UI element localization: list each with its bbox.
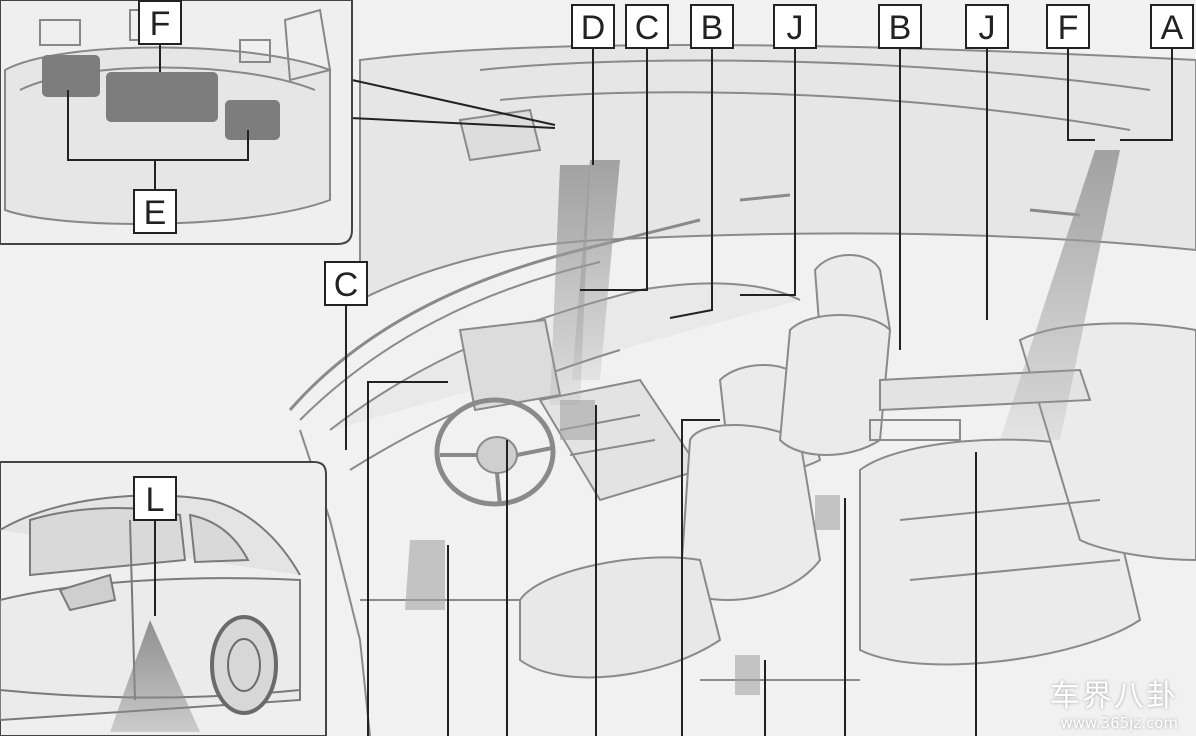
label-left-c: C (324, 261, 368, 306)
watermark-url: www.365jz.com (1060, 714, 1178, 732)
leader-lines (345, 48, 1173, 736)
label-inset-e-text: E (144, 194, 167, 232)
label-inset-e: E (133, 189, 177, 234)
overhead-lamp-center (106, 72, 218, 122)
label-top-j-rear-text: J (979, 9, 996, 47)
map-lamp-right (225, 100, 280, 140)
rear-wheel (210, 615, 278, 715)
label-top-c-text: C (635, 9, 660, 47)
console-light (560, 400, 595, 440)
label-left-c-text: C (334, 266, 359, 304)
label-top-j-front: J (773, 4, 817, 49)
beam-c (572, 160, 620, 380)
label-top-a-text: A (1161, 9, 1184, 47)
label-top-j-front-text: J (787, 9, 804, 47)
puddle-lamp-beam (110, 620, 200, 732)
rear-footwell-light (815, 495, 840, 530)
label-boxes: D C B J B J F A (133, 0, 1194, 521)
light-beams (405, 150, 1120, 695)
watermark: 车界八卦 www.365jz.com (1050, 679, 1178, 733)
label-top-b-front-text: B (701, 9, 724, 47)
label-inset-l-text: L (146, 481, 165, 519)
label-top-b-front: B (690, 4, 734, 49)
label-top-a: A (1150, 4, 1194, 49)
inset-overhead-console (0, 0, 353, 245)
label-top-b-rear: B (878, 4, 922, 49)
label-top-d-text: D (581, 9, 606, 47)
label-top-f-text: F (1058, 9, 1079, 47)
footwell-light-driver (405, 540, 445, 610)
label-top-c: C (625, 4, 669, 49)
label-top-d: D (571, 4, 615, 49)
label-top-j-rear: J (965, 4, 1009, 49)
beam-a (1000, 150, 1120, 440)
watermark-text: 车界八卦 (1050, 679, 1178, 714)
label-inset-f: F (138, 0, 182, 45)
label-top-f: F (1046, 4, 1090, 49)
label-inset-l: L (133, 476, 177, 521)
label-top-b-rear-text: B (889, 9, 912, 47)
label-inset-f-text: F (150, 5, 171, 43)
inset-car-exterior (0, 461, 327, 736)
rear-floor-light (735, 655, 760, 695)
map-lamp-left (42, 55, 100, 97)
